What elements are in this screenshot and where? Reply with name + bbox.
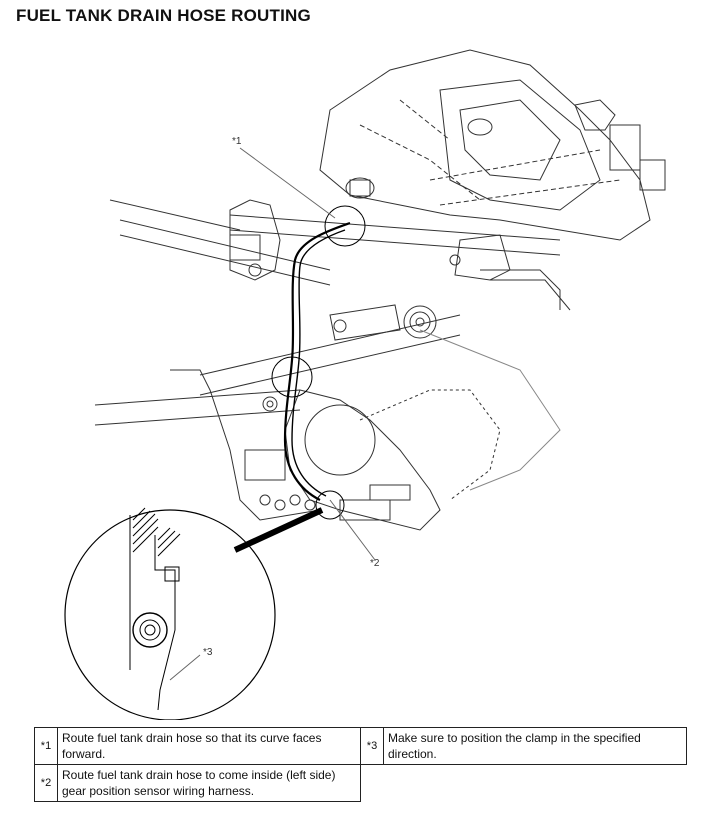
callout-1: *1 — [232, 136, 242, 147]
fuel-tank-outline — [319, 49, 651, 241]
empty-cell — [361, 765, 384, 802]
frame-upper-tube — [229, 214, 561, 256]
notes-table: *1 Route fuel tank drain hose so that it… — [34, 727, 687, 802]
notes-row: *1 Route fuel tank drain hose so that it… — [34, 727, 687, 765]
notes-row: *2 Route fuel tank drain hose to come in… — [34, 764, 687, 802]
detail-circle-2 — [271, 356, 313, 398]
note-mark: *2 — [34, 764, 58, 802]
routing-diagram: *1 *2 *3 — [0, 30, 708, 720]
empty-cell — [384, 765, 687, 802]
detail-circle-1 — [324, 205, 366, 247]
engine-block — [284, 389, 441, 531]
callout-3: *3 — [203, 647, 213, 658]
page-title: FUEL TANK DRAIN HOSE ROUTING — [16, 6, 311, 25]
fuel-tank-drain-hose — [283, 221, 351, 501]
note-text: Make sure to position the clamp in the s… — [383, 727, 687, 765]
view-arrow — [233, 507, 324, 553]
note-text: Route fuel tank drain hose to come insid… — [57, 764, 361, 802]
note-mark: *3 — [360, 727, 384, 765]
diagram-canvas: *1 *2 *3 — [64, 49, 666, 720]
pivot-bushing — [403, 305, 437, 339]
note-text: Route fuel tank drain hose so that its c… — [57, 727, 361, 765]
magnified-view — [64, 509, 276, 720]
callout-2: *2 — [370, 558, 380, 569]
note-mark: *1 — [34, 727, 58, 765]
